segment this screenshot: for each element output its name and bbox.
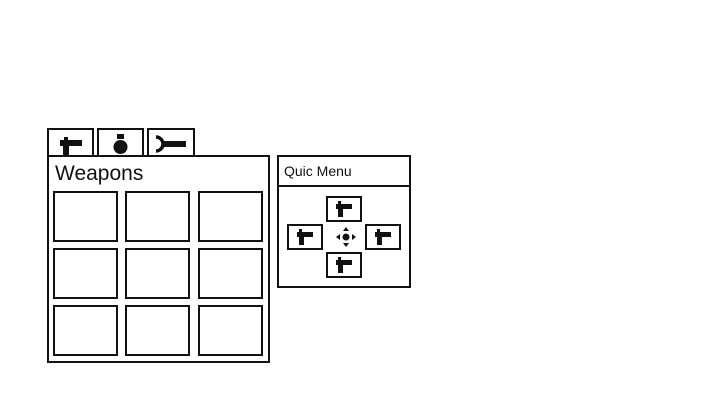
tab-weapons[interactable] xyxy=(47,128,94,156)
quick-slot-up[interactable] xyxy=(326,196,362,222)
hammer-icon xyxy=(375,229,391,245)
dpad-icon xyxy=(336,227,356,247)
hammer-icon xyxy=(336,201,352,217)
inventory-slot[interactable] xyxy=(125,248,190,299)
tab-tools[interactable] xyxy=(147,128,195,156)
quick-slot-right[interactable] xyxy=(365,224,401,250)
quick-menu-header: Quic Menu xyxy=(279,157,409,187)
inventory-slot[interactable] xyxy=(198,248,263,299)
quick-menu-title: Quic Menu xyxy=(284,163,352,179)
tab-items[interactable] xyxy=(97,128,144,156)
inventory-slot[interactable] xyxy=(125,191,190,242)
quick-menu-panel: Quic Menu xyxy=(277,155,411,288)
inventory-slot[interactable] xyxy=(53,305,118,356)
quick-slot-down[interactable] xyxy=(326,252,362,278)
pouch-icon xyxy=(113,134,128,154)
hammer-icon xyxy=(297,229,313,245)
panel-title: Weapons xyxy=(55,162,144,185)
wrench-icon xyxy=(155,135,186,153)
inventory-slot[interactable] xyxy=(53,248,118,299)
hammer-icon xyxy=(336,257,352,273)
inventory-panel: Weapons xyxy=(47,155,270,363)
quick-slot-left[interactable] xyxy=(287,224,323,250)
inventory-slot[interactable] xyxy=(125,305,190,356)
inventory-slot[interactable] xyxy=(198,305,263,356)
hammer-icon xyxy=(60,137,82,155)
inventory-slot[interactable] xyxy=(53,191,118,242)
inventory-slot[interactable] xyxy=(198,191,263,242)
